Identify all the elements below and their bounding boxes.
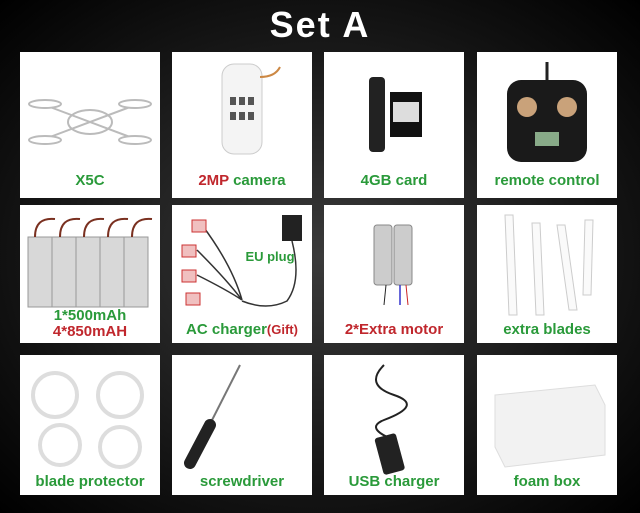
- usb-charger-image: [374, 364, 408, 475]
- label-text: camera: [233, 172, 286, 189]
- item-label: screwdriver: [199, 473, 285, 490]
- label-text: AC charger: [186, 321, 267, 338]
- item-usb-charger: USB charger: [324, 355, 464, 495]
- item-foam-box: foam box: [477, 355, 617, 495]
- item-batteries: 1*500mAh 4*850mAH: [20, 205, 160, 343]
- item-label-secondary: 4*850mAH: [52, 323, 128, 340]
- drone-image: [28, 99, 152, 145]
- item-remote: remote control: [477, 52, 617, 198]
- motors-image: [373, 224, 413, 306]
- set-title: Set A: [269, 4, 371, 45]
- item-ac-charger: EU plug AC charger(Gift): [172, 205, 312, 343]
- item-label: X5C: [75, 172, 105, 189]
- screwdriver-image: [184, 364, 241, 469]
- blades-image: [504, 214, 594, 316]
- item-label: extra blades: [503, 321, 591, 338]
- label-highlight: (Gift): [266, 322, 298, 337]
- item-label: blade protector: [35, 473, 145, 490]
- item-label: 1*500mAh: [53, 307, 127, 324]
- item-drone: X5C: [20, 52, 160, 198]
- foam-box-image: [494, 384, 606, 468]
- sd-card-image: [369, 77, 422, 152]
- item-camera: 2MP camera: [172, 52, 312, 198]
- item-label: USB charger: [348, 473, 440, 490]
- item-screwdriver: screwdriver: [172, 355, 312, 495]
- item-label: foam box: [513, 473, 581, 490]
- batteries-image: [27, 217, 153, 308]
- item-label: 2*Extra motor: [344, 321, 444, 338]
- item-label: 2MP camera: [172, 172, 312, 189]
- item-motors: 2*Extra motor: [324, 205, 464, 343]
- item-sd-card: 4GB card: [324, 52, 464, 198]
- camera-image: [221, 63, 281, 155]
- remote-image: [507, 62, 587, 162]
- blade-protector-image: [31, 371, 144, 469]
- eu-plug-label: EU plug: [245, 249, 295, 264]
- item-label: AC charger(Gift): [172, 321, 312, 338]
- item-blades: extra blades: [477, 205, 617, 343]
- label-highlight: 2MP: [198, 172, 229, 189]
- item-label: remote control: [494, 172, 600, 189]
- item-label: 4GB card: [360, 172, 428, 189]
- charger-image: [181, 215, 302, 307]
- item-blade-protector: blade protector: [20, 355, 160, 495]
